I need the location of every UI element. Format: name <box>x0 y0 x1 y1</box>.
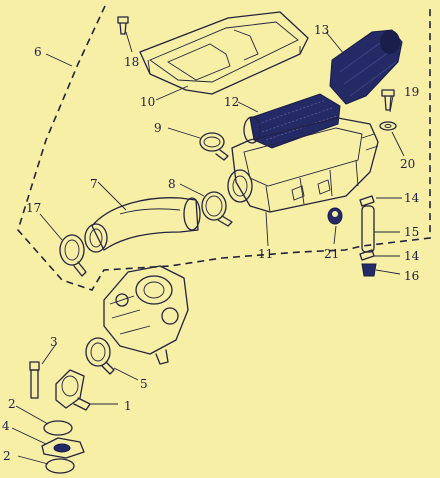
intake-manifold-part-1 <box>55 369 91 411</box>
hose-clamp-part-5 <box>85 337 115 375</box>
clip-part-14-lower <box>359 249 375 261</box>
callout-8: 8 <box>168 177 176 191</box>
callout-2a: 2 <box>8 397 16 411</box>
gasket-part-2-upper <box>43 420 73 436</box>
callout-15: 15 <box>404 225 419 239</box>
washer-part-20 <box>379 121 397 131</box>
callout-2b: 2 <box>3 449 11 463</box>
drain-plug-part-16 <box>361 263 377 277</box>
grommet-part-21 <box>327 207 343 225</box>
airbox-housing-part-11 <box>227 117 379 213</box>
screw-part-19 <box>381 89 395 111</box>
callout-3: 3 <box>50 335 58 349</box>
callout-4: 4 <box>2 419 10 433</box>
callout-19: 19 <box>404 85 419 99</box>
callout-7: 7 <box>90 177 98 191</box>
intake-snorkel-part-13 <box>329 29 403 105</box>
hose-clamp-part-17 <box>59 234 87 277</box>
callout-9: 9 <box>154 121 162 135</box>
callout-13: 13 <box>314 23 329 37</box>
callout-1: 1 <box>124 399 132 413</box>
callout-20: 20 <box>400 157 415 171</box>
leader-lines <box>11 31 405 465</box>
hose-clamp-part-8 <box>201 191 233 227</box>
clip-part-14-upper <box>359 195 375 207</box>
callout-12: 12 <box>224 95 239 109</box>
assembly-boundary <box>17 5 431 291</box>
callout-21: 21 <box>324 247 339 261</box>
callout-14a: 14 <box>404 191 420 205</box>
callout-labels: 1 2 2 3 4 5 6 7 8 9 10 11 12 13 14 14 15… <box>2 23 420 463</box>
callout-10: 10 <box>140 95 155 109</box>
intake-hose-part-7 <box>84 197 201 253</box>
screw-part-18 <box>117 16 129 35</box>
insulator-part-4 <box>41 437 85 459</box>
callout-17: 17 <box>26 201 41 215</box>
gasket-part-2-lower <box>45 458 75 474</box>
callout-16: 16 <box>404 269 419 283</box>
callout-14b: 14 <box>404 249 420 263</box>
hose-clamp-part-9 <box>199 132 229 161</box>
callout-18: 18 <box>124 55 139 69</box>
callout-11: 11 <box>258 247 273 261</box>
stud-bolt-part-3 <box>29 361 40 399</box>
callout-5: 5 <box>140 377 148 391</box>
airbox-lid-part-10 <box>139 11 309 95</box>
callout-6: 6 <box>34 45 42 59</box>
carburetor-assembly <box>103 265 189 365</box>
